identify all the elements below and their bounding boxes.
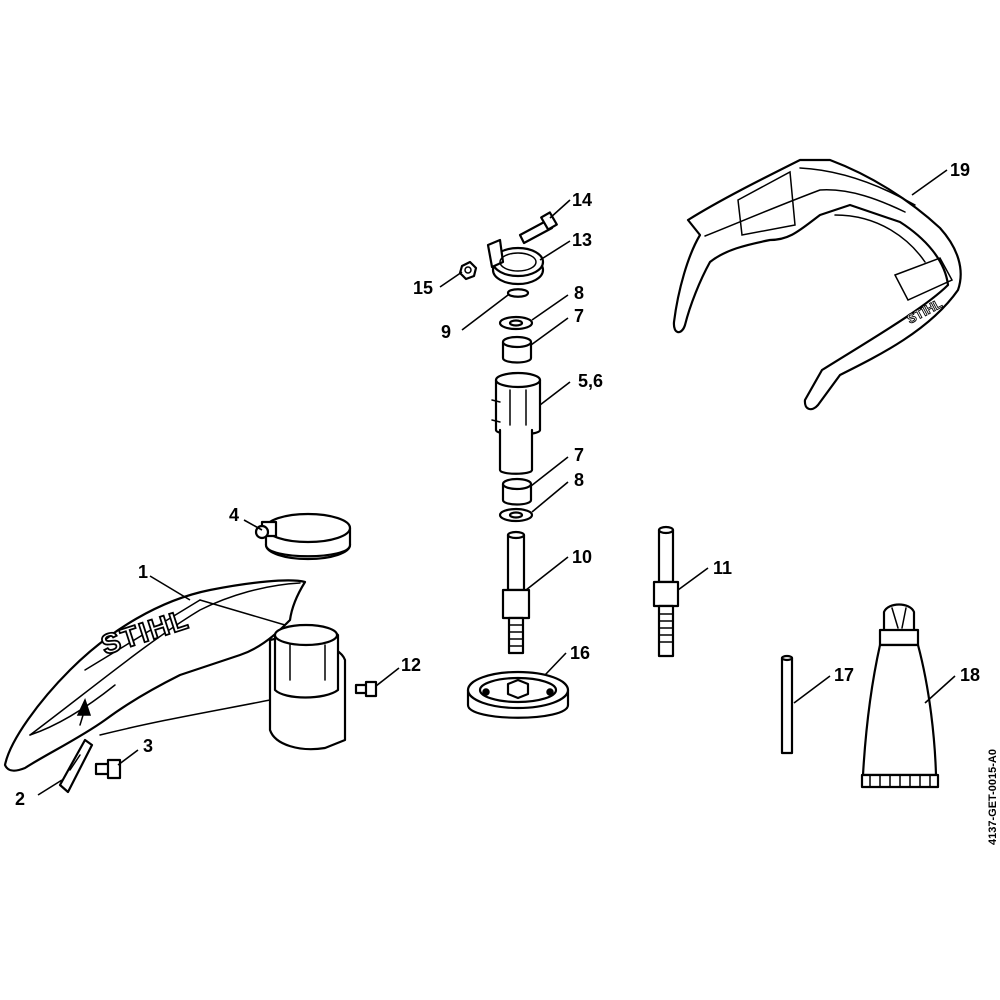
- callout-17: 17: [834, 665, 854, 685]
- deflector-guard: STIHL: [3, 579, 347, 772]
- nut-15: [458, 260, 478, 281]
- washer-8-top: [498, 315, 534, 331]
- callout-14: 14: [572, 190, 592, 210]
- circlip-9: [506, 288, 530, 298]
- clamp-13: [486, 238, 545, 286]
- leader-lines: [37, 169, 956, 796]
- grease-tube-18: [860, 603, 940, 789]
- gear-housing: [491, 371, 542, 475]
- thrust-plate-16: [466, 670, 570, 719]
- callout-7-top: 7: [574, 306, 584, 326]
- safety-glasses: STIHL: [672, 158, 962, 411]
- hose-clamp: [254, 512, 352, 561]
- callout-3: 3: [143, 736, 153, 756]
- callout-18: 18: [960, 665, 980, 685]
- callout-labels: 1 2 3 4 5,6 7 7 8 8 9 10 11 12 13 14 15 …: [15, 160, 980, 809]
- callout-19: 19: [950, 160, 970, 180]
- screw-14: [518, 211, 558, 245]
- callout-12: 12: [401, 655, 421, 675]
- screw-12: [354, 680, 378, 698]
- callout-8-bottom: 8: [574, 470, 584, 490]
- bearing-7-bottom: [501, 477, 533, 506]
- callout-16: 16: [570, 643, 590, 663]
- document-reference: 4137-GET-0015-A0: [987, 749, 999, 845]
- callout-4: 4: [229, 505, 239, 525]
- washer-8-bottom: [498, 507, 534, 523]
- bearing-7-top: [501, 335, 533, 364]
- callout-7-bottom: 7: [574, 445, 584, 465]
- guard-plate: [58, 738, 94, 794]
- shaft-11: [652, 525, 680, 658]
- callout-11: 11: [713, 558, 732, 578]
- callout-10: 10: [572, 547, 592, 567]
- callout-8-top: 8: [574, 283, 584, 303]
- pin-17: [780, 654, 794, 755]
- callout-15: 15: [413, 278, 433, 298]
- screw-3: [94, 758, 122, 780]
- callout-13: 13: [572, 230, 592, 250]
- callout-2: 2: [15, 789, 25, 809]
- drive-shaft-10: [501, 530, 531, 655]
- callout-1: 1: [138, 562, 148, 582]
- callout-5-6: 5,6: [578, 371, 603, 391]
- callout-9: 9: [441, 322, 451, 342]
